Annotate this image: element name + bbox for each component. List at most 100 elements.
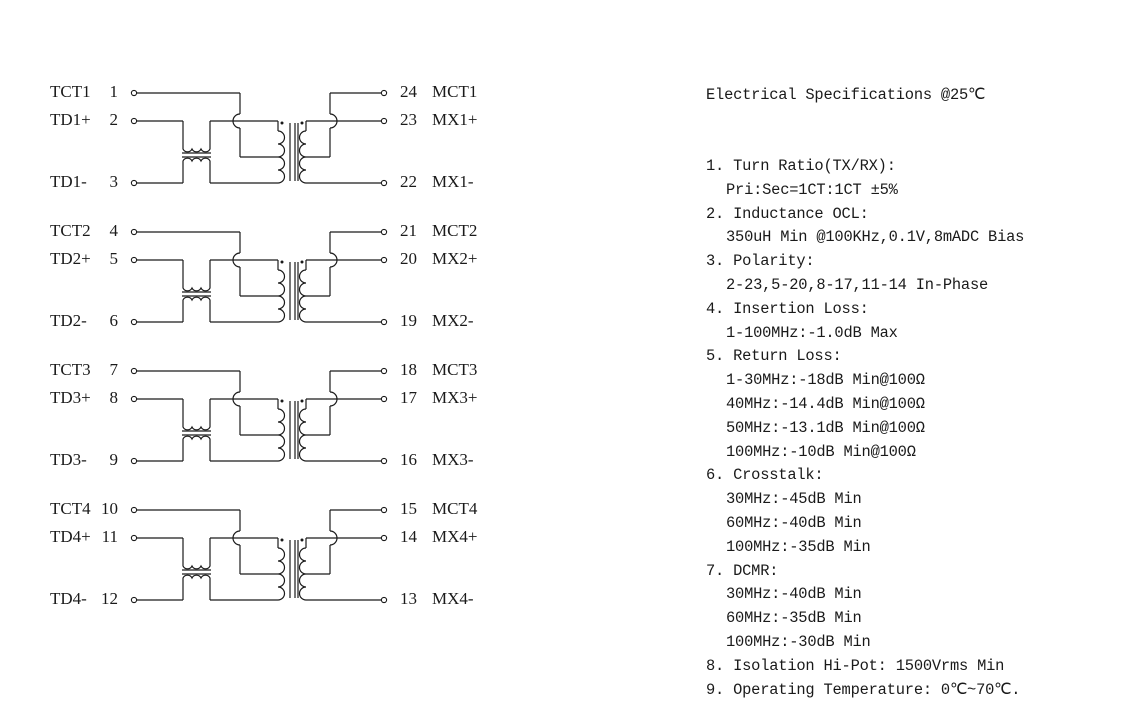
pin-label: TCT2 xyxy=(50,221,91,240)
pin-terminal xyxy=(380,256,388,264)
pin-label: TD2+ xyxy=(50,249,91,268)
spec-items: 1. Turn Ratio(TX/RX): Pri:Sec=1CT:1CT ±5%… xyxy=(706,155,1116,702)
spec-heading: 1. Turn Ratio(TX/RX): xyxy=(706,156,896,175)
pin-number: 6 xyxy=(110,311,119,330)
wire-crossover xyxy=(232,530,241,546)
pin-number: 16 xyxy=(400,450,417,469)
choke-coil xyxy=(182,284,211,292)
spec-heading: 8. Isolation Hi-Pot: 1500Vrms Min xyxy=(706,656,1005,675)
polarity-dot xyxy=(300,399,304,403)
spec-value: 60MHz:-35dB Min xyxy=(726,609,862,628)
pin-terminal xyxy=(130,596,138,604)
pin-label: TD4+ xyxy=(50,527,91,546)
pin-terminal xyxy=(380,367,388,375)
pin-terminal xyxy=(130,179,138,187)
pin-label: MX3+ xyxy=(432,388,477,407)
pin-terminal xyxy=(130,117,138,125)
pin-number: 17 xyxy=(400,388,418,407)
spec-heading: 7. DCMR: xyxy=(706,561,779,580)
wire-crossover xyxy=(329,391,338,407)
pin-terminal xyxy=(380,395,388,403)
wire-crossover xyxy=(232,252,241,268)
pin-label: TD1+ xyxy=(50,110,91,129)
pin-terminal xyxy=(130,228,138,236)
pin-terminal xyxy=(380,179,388,187)
secondary-winding xyxy=(298,547,307,601)
pin-label: MX1+ xyxy=(432,110,477,129)
wire-crossover xyxy=(329,113,338,129)
polarity-dot xyxy=(300,260,304,264)
spec-value: 1-30MHz:-18dB Min@100Ω xyxy=(726,371,925,390)
pin-terminal xyxy=(130,457,138,465)
pin-number: 24 xyxy=(400,82,418,101)
pin-label: MCT2 xyxy=(432,221,477,240)
pin-terminal xyxy=(130,256,138,264)
choke-coil xyxy=(182,435,211,443)
polarity-dot xyxy=(280,121,284,125)
wire-crossover xyxy=(232,113,241,129)
secondary-winding xyxy=(298,130,307,184)
spec-value: 40MHz:-14.4dB Min@100Ω xyxy=(726,394,925,413)
pin-terminal xyxy=(130,318,138,326)
pin-terminal xyxy=(380,89,388,97)
choke-coil xyxy=(182,574,211,582)
secondary-winding xyxy=(298,408,307,462)
polarity-dot xyxy=(300,538,304,542)
spec-value: Pri:Sec=1CT:1CT ±5% xyxy=(726,180,898,199)
pin-label: MX1- xyxy=(432,172,474,191)
electrical-specifications: Electrical Specifications @25℃ 1. Turn R… xyxy=(706,36,1116,726)
secondary-winding xyxy=(298,269,307,323)
pin-label: TD1- xyxy=(50,172,87,191)
pin-label: MX4- xyxy=(432,589,474,608)
pin-label: TCT4 xyxy=(50,499,91,518)
spec-value: 50MHz:-13.1dB Min@100Ω xyxy=(726,418,925,437)
pin-number: 3 xyxy=(110,172,119,191)
pin-number: 8 xyxy=(110,388,119,407)
wire-crossover xyxy=(329,530,338,546)
polarity-dot xyxy=(300,121,304,125)
spec-value: 2-23,5-20,8-17,11-14 In-Phase xyxy=(726,275,989,294)
pin-number: 21 xyxy=(400,221,417,240)
pin-number: 7 xyxy=(110,360,119,379)
primary-winding xyxy=(277,408,286,462)
pin-label: TCT1 xyxy=(50,82,91,101)
primary-winding xyxy=(277,547,286,601)
pin-number: 13 xyxy=(400,589,417,608)
pin-terminal xyxy=(130,506,138,514)
pin-number: 5 xyxy=(110,249,119,268)
spec-heading: 5. Return Loss: xyxy=(706,347,842,366)
pin-terminal xyxy=(380,318,388,326)
pin-number: 22 xyxy=(400,172,417,191)
pin-terminal xyxy=(380,228,388,236)
pin-label: MX3- xyxy=(432,450,474,469)
pin-number: 14 xyxy=(400,527,418,546)
pin-number: 23 xyxy=(400,110,417,129)
choke-coil xyxy=(182,562,211,570)
pin-terminal xyxy=(130,89,138,97)
pin-label: MX2+ xyxy=(432,249,477,268)
pin-terminal xyxy=(380,596,388,604)
spec-heading: 9. Operating Temperature: 0℃~70℃. xyxy=(706,680,1021,699)
pin-number: 20 xyxy=(400,249,417,268)
pin-label: MCT3 xyxy=(432,360,477,379)
choke-coil xyxy=(182,145,211,153)
spec-value: 100MHz:-35dB Min xyxy=(726,537,871,556)
pin-label: MX2- xyxy=(432,311,474,330)
spec-heading: 6. Crosstalk: xyxy=(706,466,824,485)
pin-number: 10 xyxy=(101,499,118,518)
pin-label: TD4- xyxy=(50,589,87,608)
spec-value: 100MHz:-10dB Min@100Ω xyxy=(726,442,916,461)
spec-value: 30MHz:-40dB Min xyxy=(726,585,862,604)
pin-number: 9 xyxy=(110,450,119,469)
pin-label: TCT3 xyxy=(50,360,91,379)
spec-heading: 4. Insertion Loss: xyxy=(706,299,869,318)
choke-coil xyxy=(182,423,211,431)
choke-coil xyxy=(182,157,211,165)
specs-title: Electrical Specifications @25℃ xyxy=(706,85,986,104)
pin-number: 2 xyxy=(110,110,119,129)
choke-coil xyxy=(182,296,211,304)
pin-terminal xyxy=(130,534,138,542)
primary-winding xyxy=(277,269,286,323)
pin-label: MCT1 xyxy=(432,82,477,101)
